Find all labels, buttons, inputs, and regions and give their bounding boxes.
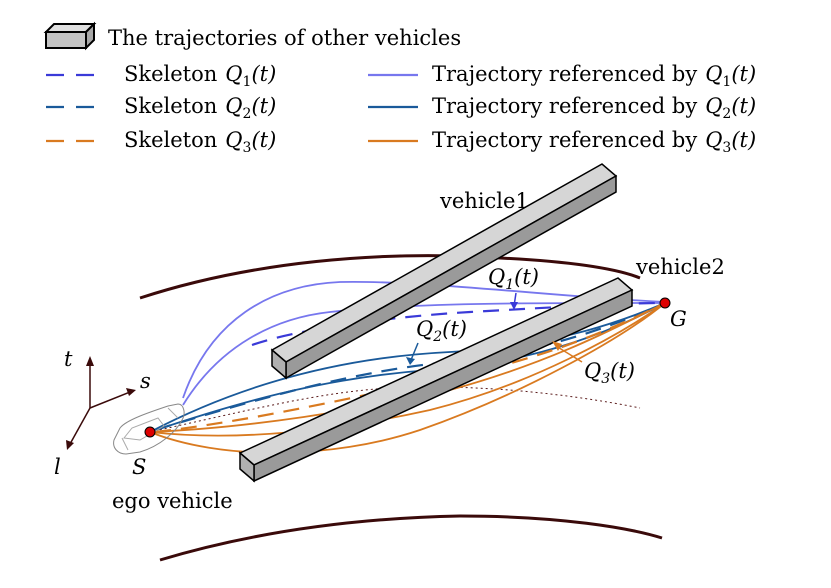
axis-s-label: s bbox=[140, 369, 151, 393]
start-node bbox=[144, 426, 156, 438]
ego-car-icon bbox=[113, 403, 185, 455]
q2-label: Q2(t) bbox=[416, 317, 467, 345]
vehicle2-label: vehicle2 bbox=[635, 255, 725, 279]
q3-label: Q3(t) bbox=[584, 359, 635, 387]
road-lower-boundary bbox=[159, 514, 663, 562]
goal-node bbox=[659, 297, 671, 309]
axis-t-label: t bbox=[64, 347, 73, 371]
obstacle-legend-icon bbox=[43, 21, 97, 51]
axes-icon bbox=[66, 356, 136, 450]
q2-trajectory-upper bbox=[149, 302, 666, 433]
vehicle1-obstacle bbox=[270, 163, 618, 380]
legend: The trajectories of other vehicles Skele… bbox=[43, 21, 756, 156]
q3-trajectory-lower bbox=[149, 302, 666, 454]
start-label: S bbox=[132, 455, 146, 479]
q3-trajectory-mid bbox=[149, 302, 666, 437]
vehicle1-label: vehicle1 bbox=[439, 189, 529, 213]
axis-l-label: l bbox=[54, 455, 61, 479]
ego-vehicle-label: ego vehicle bbox=[112, 489, 233, 513]
q-label-arrows bbox=[406, 292, 583, 365]
q2-skeleton bbox=[154, 301, 666, 432]
legend-obstacle-text: The trajectories of other vehicles bbox=[108, 26, 461, 50]
q1-label: Q1(t) bbox=[488, 265, 539, 293]
q1-trajectory-upper bbox=[182, 280, 666, 399]
goal-label: G bbox=[670, 307, 687, 331]
vehicle2-obstacle bbox=[238, 277, 634, 483]
